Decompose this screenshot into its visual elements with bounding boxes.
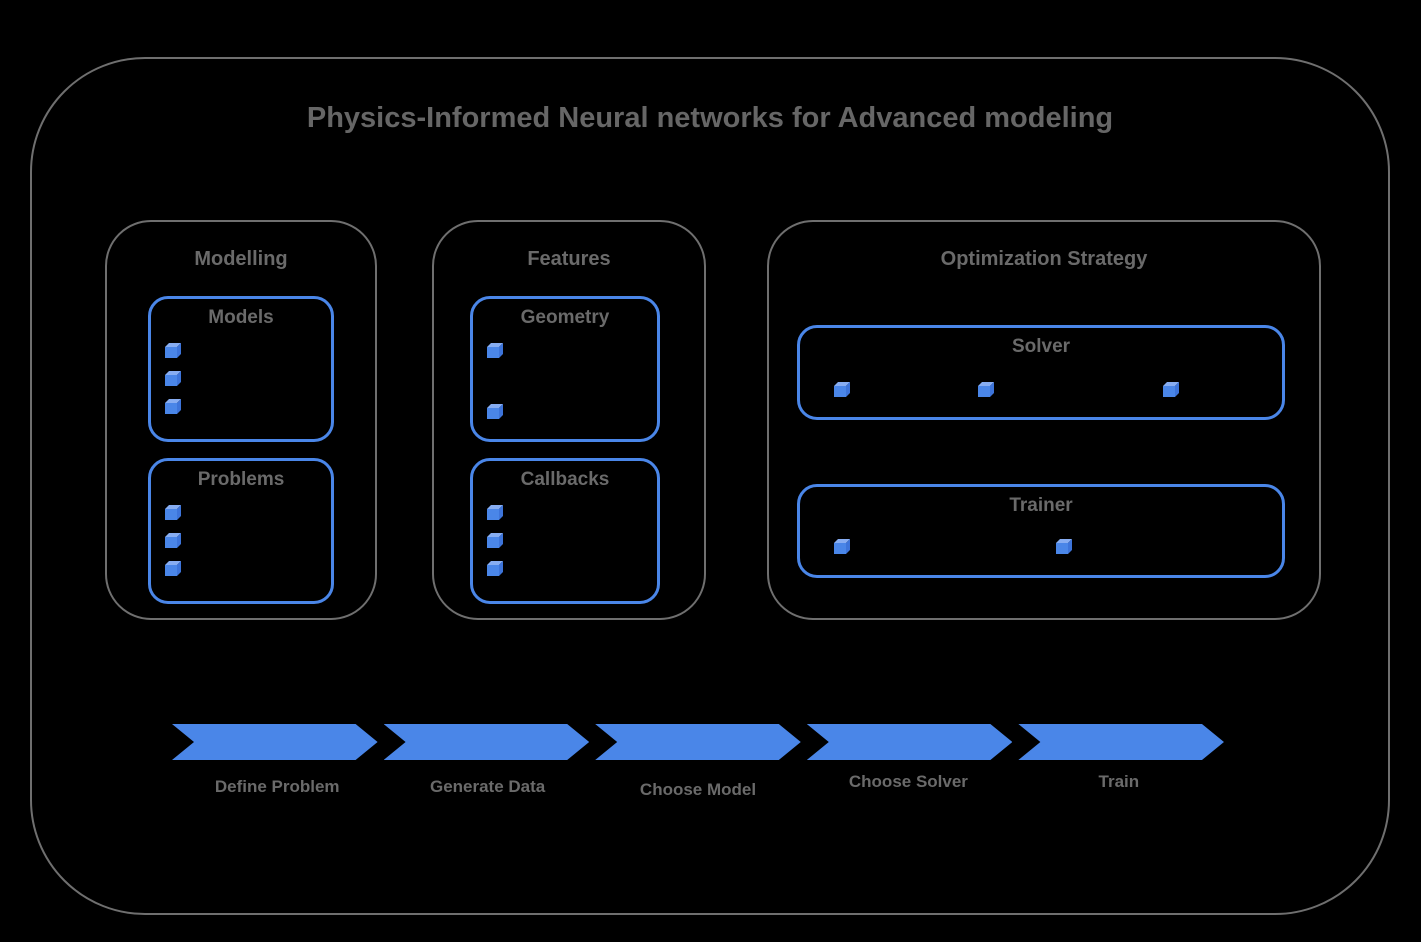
group-models: Models [148, 296, 334, 442]
diagram-title: Physics-Informed Neural networks for Adv… [306, 102, 1114, 134]
geometry-bullet-list [487, 347, 499, 419]
cube-icon [1056, 543, 1068, 554]
cube-icon [165, 537, 177, 548]
chevron-arrow-icon [1018, 724, 1224, 760]
group-callbacks: Callbacks [470, 458, 660, 604]
cube-icon [487, 509, 499, 520]
section-features-label: Features [527, 248, 611, 270]
group-geometry-label: Geometry [520, 307, 610, 328]
group-solver-label: Solver [1011, 336, 1071, 357]
group-trainer-label: Trainer [1009, 495, 1073, 516]
cube-icon [487, 537, 499, 548]
pipeline-step-labels: Define Problem Generate Data Choose Mode… [172, 772, 1224, 799]
callbacks-bullet-list [487, 509, 499, 576]
cube-icon [487, 565, 499, 576]
cube-icon [834, 543, 846, 554]
group-problems-label: Problems [197, 469, 285, 490]
cube-icon [165, 565, 177, 576]
models-bullet-list [165, 347, 177, 414]
chevron-arrow-icon [384, 724, 590, 760]
group-solver: Solver [797, 325, 1285, 420]
cube-icon [165, 347, 177, 358]
cube-icon [978, 386, 990, 397]
cube-icon [165, 403, 177, 414]
outer-frame: Physics-Informed Neural networks for Adv… [30, 57, 1390, 915]
section-modelling: Modelling Models Problems [105, 220, 377, 620]
step-label-choose-model: Choose Model [639, 780, 757, 799]
group-models-label: Models [208, 307, 274, 328]
cube-icon [834, 386, 846, 397]
section-modelling-label: Modelling [194, 248, 288, 270]
cube-icon [1163, 386, 1175, 397]
chevron-arrow-icon [595, 724, 801, 760]
group-problems: Problems [148, 458, 334, 604]
cube-icon [165, 509, 177, 520]
section-features: Features Geometry Callbacks [432, 220, 706, 620]
group-trainer: Trainer [797, 484, 1285, 578]
cube-icon [487, 347, 499, 358]
cube-icon [165, 375, 177, 386]
problems-bullet-list [165, 509, 177, 576]
step-label-define-problem: Define Problem [214, 777, 340, 796]
section-optimization-label: Optimization Strategy [940, 248, 1148, 270]
step-label-choose-solver: Choose Solver [848, 772, 968, 791]
step-label-train: Train [1098, 772, 1140, 791]
section-optimization-strategy: Optimization Strategy Solver Trainer [767, 220, 1321, 620]
chevron-arrow-icon [172, 724, 378, 760]
chevron-arrow-icon [807, 724, 1013, 760]
group-geometry: Geometry [470, 296, 660, 442]
group-callbacks-label: Callbacks [520, 469, 610, 490]
pipeline-arrows [172, 724, 1224, 760]
cube-icon [487, 408, 499, 419]
step-label-generate-data: Generate Data [429, 777, 546, 796]
